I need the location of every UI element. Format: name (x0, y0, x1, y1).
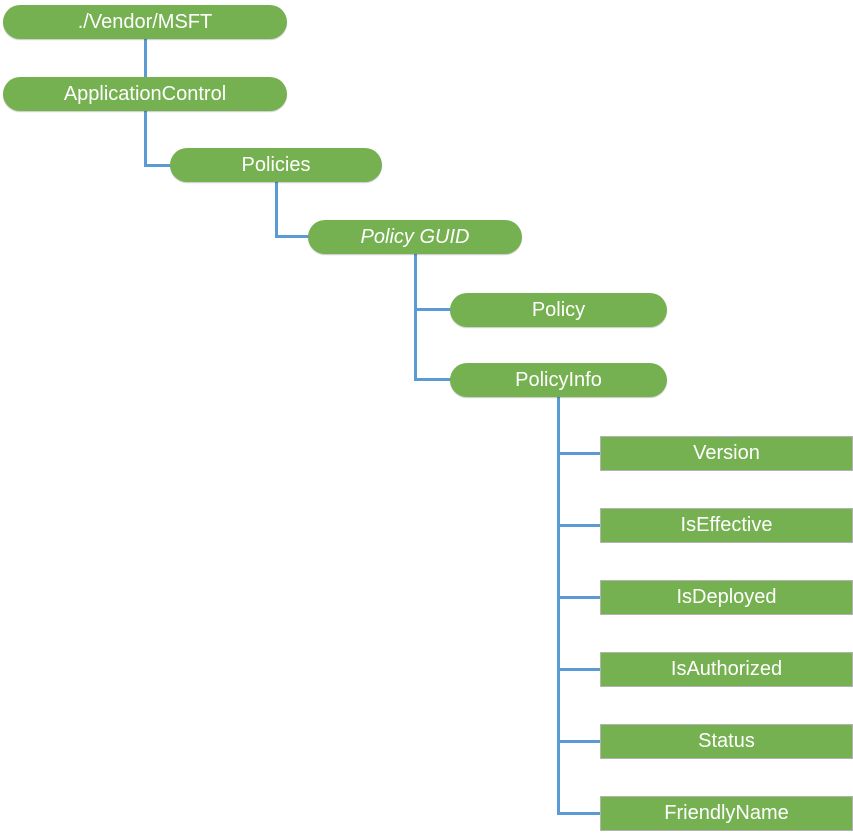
node-isauthorized: IsAuthorized (600, 652, 853, 687)
connector-branch-status (557, 740, 602, 743)
node-policyinfo: PolicyInfo (450, 363, 667, 397)
connector-applicationcontrol-to-policies-horizontal (144, 164, 172, 167)
connector-policyguid-trunk (414, 254, 417, 381)
node-applicationcontrol: ApplicationControl (3, 77, 287, 111)
node-status: Status (600, 724, 853, 759)
node-policy: Policy (450, 293, 667, 327)
node-iseffective: IsEffective (600, 508, 853, 543)
connector-policyinfo-trunk (557, 397, 560, 815)
connector-branch-policy (414, 308, 452, 311)
node-policies: Policies (170, 148, 382, 182)
connector-branch-isdeployed (557, 596, 602, 599)
connector-branch-policyinfo (414, 378, 452, 381)
node-version: Version (600, 436, 853, 471)
node-vendor-msft: ./Vendor/MSFT (3, 5, 287, 39)
connector-branch-friendlyname (557, 812, 602, 815)
connector-applicationcontrol-to-policies-vertical (144, 111, 147, 167)
connector-policies-to-policyguid-vertical (275, 182, 278, 238)
node-policy-guid: Policy GUID (308, 220, 522, 254)
connector-branch-version (557, 452, 602, 455)
connector-branch-iseffective (557, 524, 602, 527)
connector-policies-to-policyguid-horizontal (275, 235, 310, 238)
node-isdeployed: IsDeployed (600, 580, 853, 615)
connector-root-to-applicationcontrol (144, 39, 147, 77)
connector-branch-isauthorized (557, 668, 602, 671)
node-friendlyname: FriendlyName (600, 796, 853, 831)
